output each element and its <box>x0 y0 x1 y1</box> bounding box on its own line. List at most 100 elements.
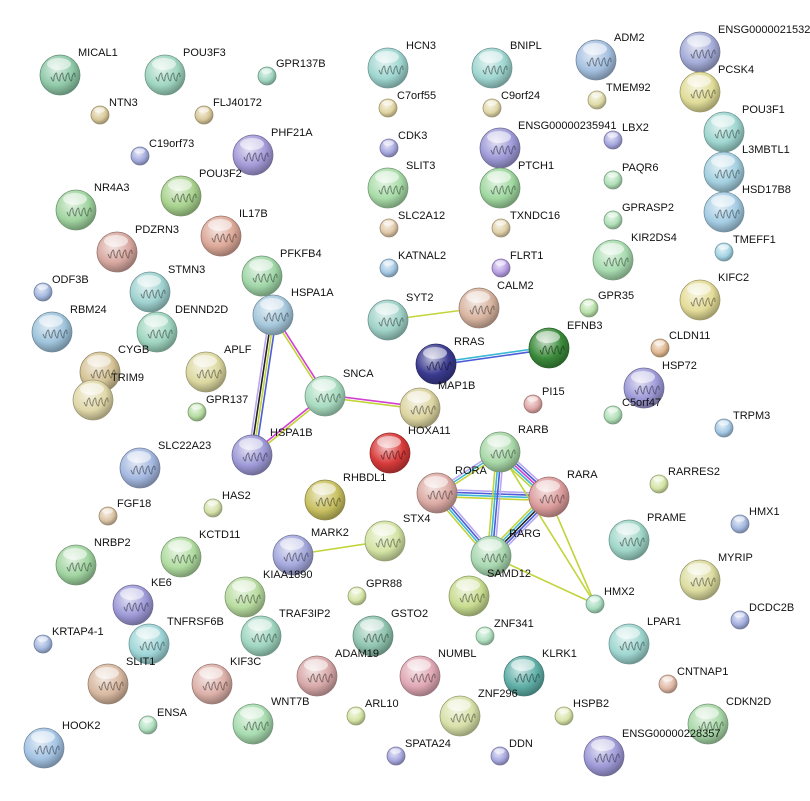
node-c5orf47[interactable] <box>603 405 623 425</box>
node-dennd2d[interactable] <box>136 311 178 353</box>
node-rara[interactable] <box>528 476 570 518</box>
edge-rarb-hmx2[interactable] <box>499 451 596 605</box>
node-trpm3[interactable] <box>714 418 734 438</box>
node-cdkn2d[interactable] <box>687 703 729 745</box>
node-ke6[interactable] <box>112 584 154 626</box>
node-paqr6[interactable] <box>603 170 623 190</box>
node-flrt1[interactable] <box>491 258 511 278</box>
node-hspa1b[interactable] <box>231 434 273 476</box>
node-c19orf73[interactable] <box>130 146 150 166</box>
node-ddn[interactable] <box>490 746 510 766</box>
node-rarb[interactable] <box>479 431 521 473</box>
node-kiaa1890[interactable] <box>224 576 266 618</box>
node-nr4a3[interactable] <box>55 189 97 231</box>
node-ptch1[interactable] <box>479 167 521 209</box>
node-adam19[interactable] <box>296 655 338 697</box>
node-hoxa11[interactable] <box>369 432 411 474</box>
node-pou3f1[interactable] <box>703 111 745 153</box>
node-stmn3[interactable] <box>129 271 171 313</box>
node-bnipl[interactable] <box>471 47 513 89</box>
node-znf296[interactable] <box>439 695 481 737</box>
edge-hspa1a-hspa1b[interactable] <box>247 314 278 456</box>
node-katnal2[interactable] <box>379 258 399 278</box>
node-ensg00000235941[interactable] <box>479 127 521 169</box>
node-flj40172[interactable] <box>194 105 214 125</box>
node-dcdc2b[interactable] <box>730 610 750 630</box>
node-cdk3[interactable] <box>379 138 399 158</box>
node-ensa[interactable] <box>138 715 158 735</box>
node-rhbdl1[interactable] <box>304 479 346 521</box>
node-stx4[interactable] <box>364 520 406 562</box>
node-calm2[interactable] <box>458 287 500 329</box>
node-odf3b[interactable] <box>33 282 53 302</box>
node-slit1[interactable] <box>87 663 129 705</box>
node-ntn3[interactable] <box>90 105 110 125</box>
node-rras[interactable] <box>415 343 457 385</box>
node-tmem92[interactable] <box>587 90 607 110</box>
node-gpr35[interactable] <box>579 298 599 318</box>
node-numbl[interactable] <box>399 655 441 697</box>
node-lbx2[interactable] <box>603 130 623 150</box>
node-tmeff1[interactable] <box>714 242 734 262</box>
node-adm2[interactable] <box>575 39 617 81</box>
node-gprasp2[interactable] <box>603 210 623 230</box>
node-pdzrn3[interactable] <box>96 231 138 273</box>
node-cntnap1[interactable] <box>658 674 678 694</box>
node-l3mbtl1[interactable] <box>703 151 745 193</box>
node-kifc2[interactable] <box>679 279 721 321</box>
node-hmx2[interactable] <box>585 594 605 614</box>
node-mark2[interactable] <box>272 534 314 576</box>
node-kir2ds4[interactable] <box>592 239 634 281</box>
node-slc2a12[interactable] <box>379 218 399 238</box>
node-txndc16[interactable] <box>491 218 511 238</box>
node-spata24[interactable] <box>386 746 406 766</box>
node-hmx1[interactable] <box>730 514 750 534</box>
node-prame[interactable] <box>608 519 650 561</box>
node-pou3f2[interactable] <box>160 175 202 217</box>
node-kif3c[interactable] <box>191 663 233 705</box>
node-has2[interactable] <box>203 498 223 518</box>
node-hsp72[interactable] <box>623 367 665 409</box>
node-gpr137b[interactable] <box>257 66 277 86</box>
node-rarg[interactable] <box>470 535 512 577</box>
node-samd12[interactable] <box>448 575 490 617</box>
node-traf3ip2[interactable] <box>240 615 282 657</box>
node-hsd17b8[interactable] <box>703 191 745 233</box>
node-trim9[interactable] <box>72 379 114 421</box>
node-hook2[interactable] <box>23 727 65 769</box>
node-fgf18[interactable] <box>98 506 118 526</box>
node-gpr88[interactable] <box>347 586 367 606</box>
node-c7orf55[interactable] <box>378 98 398 118</box>
node-rbm24[interactable] <box>31 311 73 353</box>
node-myrip[interactable] <box>679 559 721 601</box>
node-mical1[interactable] <box>39 54 81 96</box>
node-rora[interactable] <box>416 472 458 514</box>
node-il17b[interactable] <box>200 215 242 257</box>
node-hspa1a[interactable] <box>252 294 294 336</box>
node-phf21a[interactable] <box>232 134 274 176</box>
node-syt2[interactable] <box>367 299 409 341</box>
node-efnb3[interactable] <box>528 327 570 369</box>
node-pfkfb4[interactable] <box>241 255 283 297</box>
node-cldn11[interactable] <box>650 338 670 358</box>
node-pi15[interactable] <box>523 394 543 414</box>
node-hcn3[interactable] <box>367 47 409 89</box>
node-ensg0000021532[interactable] <box>679 31 721 73</box>
node-klrk1[interactable] <box>503 655 545 697</box>
node-pou3f3[interactable] <box>144 54 186 96</box>
node-krtap4-1[interactable] <box>33 634 53 654</box>
node-rarres2[interactable] <box>649 474 669 494</box>
node-slc22a23[interactable] <box>119 447 161 489</box>
node-snca[interactable] <box>304 375 346 417</box>
node-kctd11[interactable] <box>160 536 202 578</box>
node-nrbp2[interactable] <box>55 544 97 586</box>
node-ensg00000228357[interactable] <box>583 735 625 777</box>
node-arl10[interactable] <box>346 706 366 726</box>
node-aplf[interactable] <box>185 351 227 393</box>
node-hspb2[interactable] <box>554 706 574 726</box>
node-c9orf24[interactable] <box>482 98 502 118</box>
node-tnfrsf6b[interactable] <box>128 623 170 665</box>
node-slit3[interactable] <box>367 167 409 209</box>
node-gsto2[interactable] <box>352 615 394 657</box>
node-lpar1[interactable] <box>608 623 650 665</box>
